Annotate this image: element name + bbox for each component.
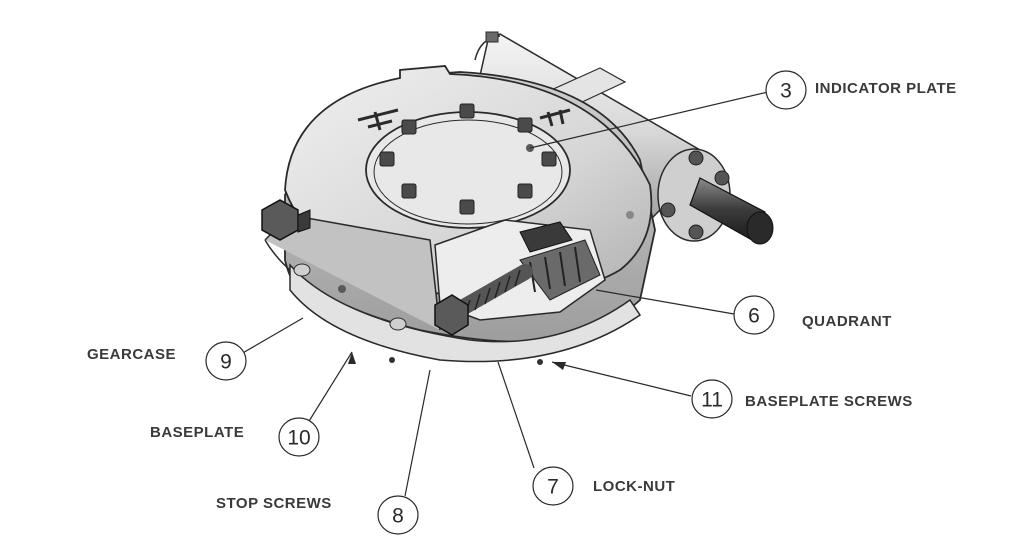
callout-circle-7: [532, 466, 574, 506]
callout-circle-6: [733, 295, 775, 335]
callout-number-9: 9: [220, 351, 232, 374]
leader-11: [551, 361, 692, 397]
cover-plate: [357, 103, 571, 229]
leader-lines: [240, 91, 769, 497]
callout-circle-9: [205, 341, 247, 381]
callout-numbers: 3 6 9 11 10 7 8: [220, 80, 792, 528]
callout-number-6: 6: [748, 305, 760, 328]
callout-circle-10: [278, 417, 320, 457]
callout-circle-8: [377, 495, 419, 535]
leader-3: [529, 91, 769, 149]
arrowhead-10: [348, 352, 356, 364]
callout-number-10: 10: [287, 427, 310, 450]
callout-circle-3: [765, 70, 807, 110]
callout-number-8: 8: [392, 505, 404, 528]
baseplate-details: [293, 211, 634, 365]
callout-number-7: 7: [547, 476, 559, 499]
leader-6: [595, 289, 735, 315]
label-quadrant: QUADRANT: [802, 313, 892, 330]
stop-screw-assembly: [261, 199, 533, 336]
label-lock-nut: LOCK-NUT: [593, 478, 676, 495]
label-baseplate-screws: BASEPLATE SCREWS: [745, 393, 913, 410]
label-baseplate: BASEPLATE: [150, 424, 245, 441]
leader-9: [240, 317, 304, 355]
leader-7: [497, 361, 535, 469]
cover-bolts: [379, 103, 557, 215]
label-indicator-plate: INDICATOR PLATE: [815, 80, 957, 97]
input-shaft: [689, 177, 774, 245]
callout-number-11: 11: [701, 389, 723, 412]
leader-10: [305, 351, 353, 427]
label-gearcase: GEARCASE: [87, 346, 177, 363]
arrowhead-11: [552, 362, 566, 370]
callout-circles: [205, 70, 807, 535]
label-stop-screws: STOP SCREWS: [216, 495, 332, 512]
leader-8: [404, 369, 431, 497]
callout-circle-11: [691, 379, 733, 419]
callout-number-3: 3: [780, 80, 792, 103]
